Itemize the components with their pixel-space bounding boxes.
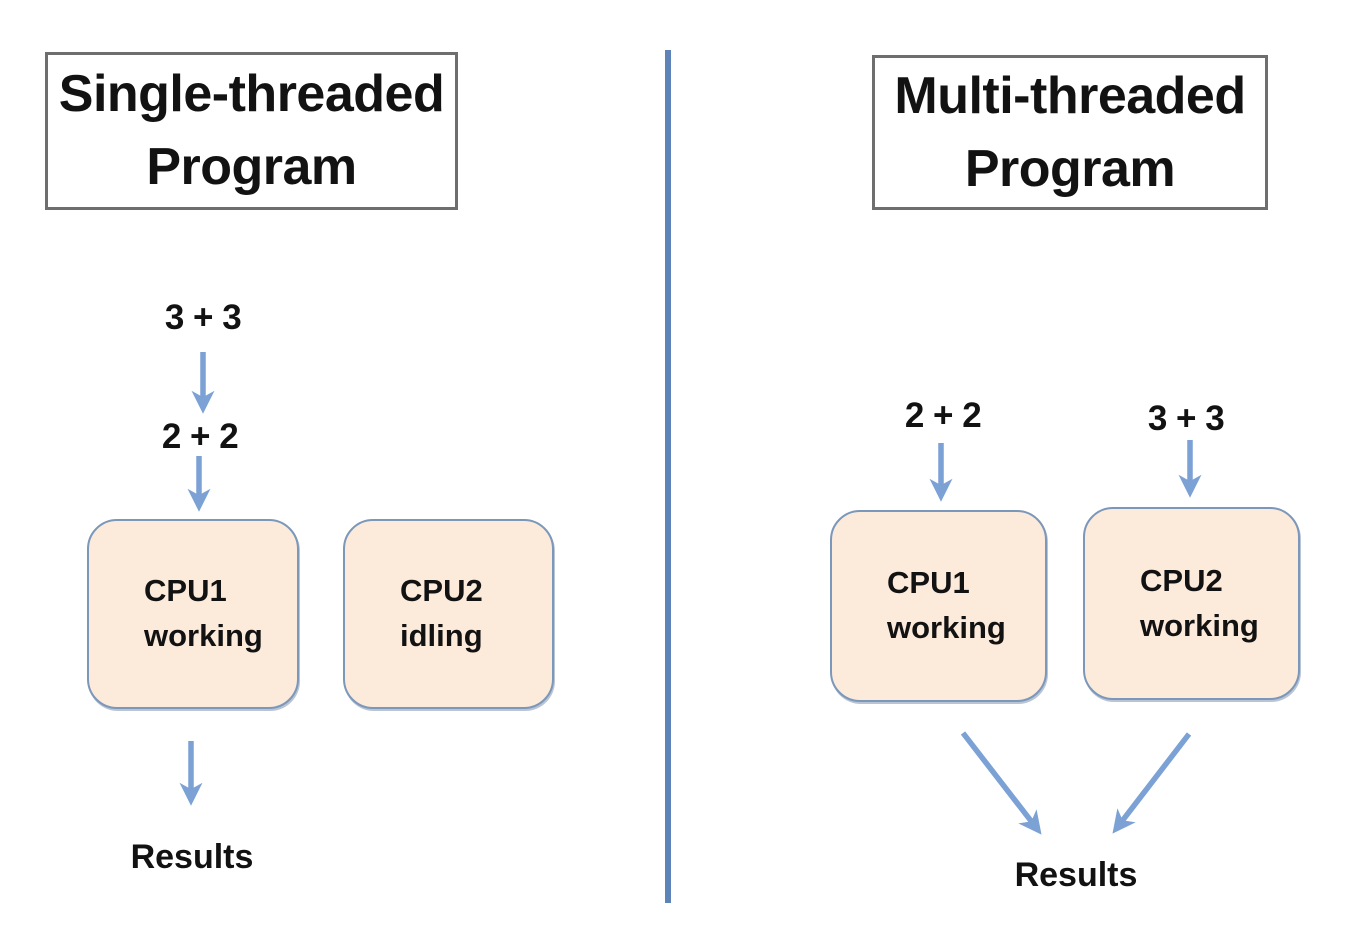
- single-threaded-title-box: Single-threaded Program: [45, 52, 458, 210]
- right-arrow-cpu2-to-results-icon: [1112, 732, 1192, 834]
- right-task1-label: 2 + 2: [904, 396, 982, 435]
- left-cpu2-label: CPU2 idling: [400, 573, 483, 653]
- left-cpu1-label: CPU1 working: [144, 573, 263, 653]
- left-task1-label: 3 + 3: [164, 298, 242, 337]
- right-results-label: Results: [1014, 856, 1138, 894]
- left-task2-label: 2 + 2: [161, 417, 239, 456]
- right-cpu2-box: CPU2 working: [1083, 507, 1300, 700]
- right-cpu1-box: CPU1 working: [830, 510, 1047, 702]
- right-arrow-cpu1-to-results-icon: [960, 731, 1042, 835]
- left-cpu2-box: CPU2 idling: [343, 519, 554, 709]
- single-threaded-title: Single-threaded Program: [58, 65, 445, 196]
- left-cpu1-box: CPU1 working: [87, 519, 299, 709]
- left-results-label: Results: [130, 838, 254, 876]
- right-cpu2-label: CPU2 working: [1140, 562, 1259, 643]
- multi-threaded-title: Multi-threaded Program: [894, 66, 1246, 198]
- right-task2-label: 3 + 3: [1147, 399, 1225, 438]
- right-cpu1-label: CPU1 working: [887, 565, 1006, 645]
- multi-threaded-title-box: Multi-threaded Program: [872, 55, 1268, 210]
